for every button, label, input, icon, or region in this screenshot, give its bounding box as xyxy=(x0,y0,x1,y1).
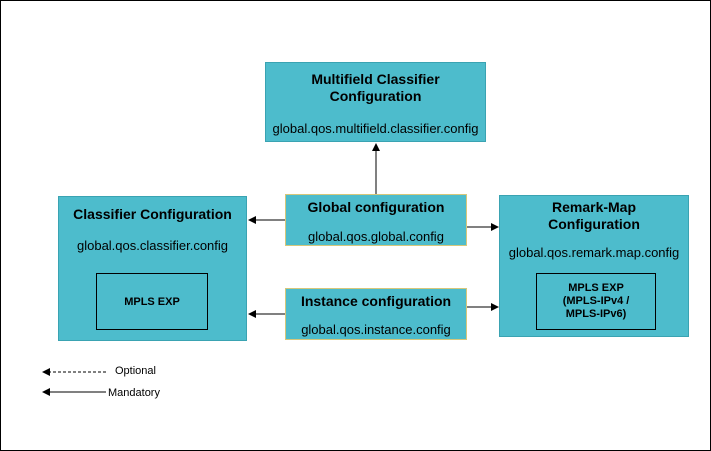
instance-config-box: Instance configuration global.qos.instan… xyxy=(285,288,467,340)
instance-config-title: Instance configuration xyxy=(300,293,452,309)
legend-optional-label: Optional xyxy=(115,365,156,377)
multifield-classifier-box: Multifield Classifier Configuration glob… xyxy=(265,62,486,142)
remark-title-line1: Remark-Map xyxy=(551,199,637,215)
multifield-title-line1: Multifield Classifier xyxy=(311,71,440,87)
remark-map-title: Remark-Map Configuration xyxy=(500,199,688,233)
classifier-mpls-exp-box: MPLS EXP xyxy=(96,273,208,330)
instance-config-path: global.qos.instance.config xyxy=(301,322,451,337)
multifield-classifier-title: Multifield Classifier Configuration xyxy=(266,71,485,105)
remark-inner-line3: MPLS-IPv6) xyxy=(565,308,627,320)
classifier-config-title: Classifier Configuration xyxy=(73,206,232,222)
classifier-config-path: global.qos.classifier.config xyxy=(76,238,229,253)
remark-map-config: global.qos.remark.map.config xyxy=(508,245,680,260)
remark-map-box: Remark-Map Configuration global.qos.rema… xyxy=(499,195,689,337)
global-config-path: global.qos.global.config xyxy=(308,229,444,244)
global-config-box: Global configuration global.qos.global.c… xyxy=(285,194,467,246)
remark-mpls-exp-box: MPLS EXP (MPLS-IPv4 / MPLS-IPv6) xyxy=(536,273,656,330)
multifield-classifier-config: global.qos.multifield.classifier.config xyxy=(272,121,479,136)
legend-mandatory-label: Mandatory xyxy=(108,387,160,399)
remark-inner-line1: MPLS EXP xyxy=(568,282,624,294)
multifield-title-line2: Configuration xyxy=(329,88,422,104)
classifier-mpls-exp-label: MPLS EXP xyxy=(124,295,180,308)
remark-inner-line2: (MPLS-IPv4 / xyxy=(562,295,630,307)
global-config-title: Global configuration xyxy=(307,199,445,215)
classifier-config-box: Classifier Configuration global.qos.clas… xyxy=(58,196,247,341)
remark-title-line2: Configuration xyxy=(548,216,640,232)
